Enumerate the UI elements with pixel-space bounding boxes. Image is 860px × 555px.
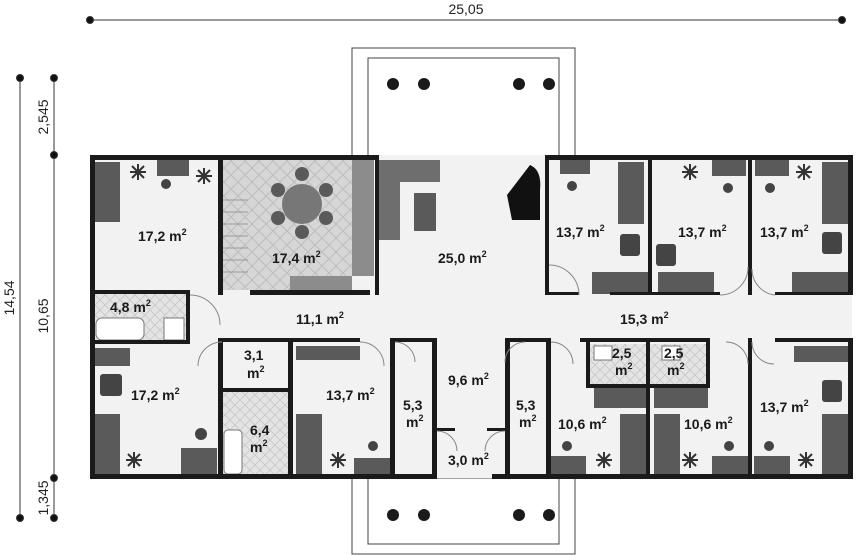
area-label-bathroom-w: 4,8 m2 bbox=[110, 298, 151, 315]
dimension-total-width: 25,05 bbox=[448, 1, 483, 17]
area-label-bedroom-n3: 13,7 m2 bbox=[760, 223, 809, 240]
rear-terrace-columns bbox=[387, 509, 555, 521]
chairs bbox=[100, 179, 842, 451]
area-label-dining: 17,4 m2 bbox=[272, 249, 321, 266]
area-label-bedroom-se: 13,7 m2 bbox=[760, 398, 809, 415]
dimension-lines bbox=[16, 16, 846, 522]
stairs bbox=[222, 199, 248, 273]
dimension-rear-terrace: 1,345 bbox=[35, 480, 51, 515]
furniture bbox=[94, 158, 848, 474]
area-label-bedroom-sw: 17,2 m2 bbox=[131, 386, 180, 403]
area-label-bedroom-n2: 13,7 m2 bbox=[678, 223, 727, 240]
plants bbox=[126, 164, 814, 468]
room-labels: 17,2 m2 17,4 m2 25,0 m2 13,7 m2 13,7 m2 … bbox=[110, 223, 809, 468]
dimension-front-terrace: 2,545 bbox=[35, 99, 51, 134]
dining-table bbox=[271, 167, 333, 239]
area-label-hall-east: 15,3 m2 bbox=[620, 310, 669, 327]
area-label-bedroom-s1: 13,7 m2 bbox=[326, 386, 375, 403]
dining-tile-floor bbox=[222, 160, 352, 290]
floor-area bbox=[90, 155, 852, 478]
dimension-total-depth: 14,54 bbox=[1, 280, 17, 315]
area-label-bedroom-n1: 13,7 m2 bbox=[556, 223, 605, 240]
area-label-bedroom-nw: 17,2 m2 bbox=[138, 227, 187, 244]
door-swings bbox=[189, 264, 776, 452]
dimension-core-depth: 10,65 bbox=[35, 298, 51, 333]
piano bbox=[507, 165, 541, 220]
front-terrace bbox=[351, 47, 576, 157]
walls bbox=[90, 155, 853, 479]
area-label-bedroom-s2: 10,6 m2 bbox=[558, 415, 607, 432]
bath-fixtures bbox=[95, 317, 681, 475]
area-label-vestibule: 3,0 m2 bbox=[448, 451, 489, 468]
area-label-living: 25,0 m2 bbox=[438, 249, 487, 266]
area-label-bedroom-s3: 10,6 m2 bbox=[684, 415, 733, 432]
front-terrace-columns bbox=[387, 78, 555, 90]
area-label-hall-center: 9,6 m2 bbox=[448, 371, 489, 388]
area-label-hall-west: 11,1 m2 bbox=[296, 310, 344, 327]
rear-terrace bbox=[351, 477, 576, 555]
